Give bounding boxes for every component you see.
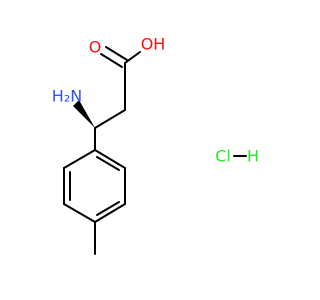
ring-double-inner-1: [96, 156, 120, 171]
ring-bond-6: [63, 149, 96, 169]
bond-c-oh: [124, 51, 141, 64]
atom-label-carbonyl-oxygen: O: [89, 38, 102, 57]
bond-c-o-double-a: [105, 46, 128, 61]
wedge-bond-amine: [73, 100, 95, 128]
atom-label-hydroxyl: OH: [141, 35, 166, 54]
ring-bond-3: [94, 203, 126, 223]
ring-bond-1: [94, 149, 126, 169]
bond-c-o-double-b: [100, 53, 123, 68]
atom-label-amine: H₂N: [52, 87, 82, 106]
atom-labels: O OH H₂N Cl H: [52, 35, 259, 166]
ring-double-inner-2: [96, 201, 120, 216]
bonds: [63, 46, 247, 255]
atom-label-hydrogen: H: [247, 147, 259, 166]
atom-label-chlorine: Cl: [215, 147, 231, 166]
ring-bond-4: [63, 203, 96, 223]
chemical-structure: O OH H₂N Cl H: [52, 35, 259, 255]
bond-ch2-stereocenter: [94, 109, 126, 129]
